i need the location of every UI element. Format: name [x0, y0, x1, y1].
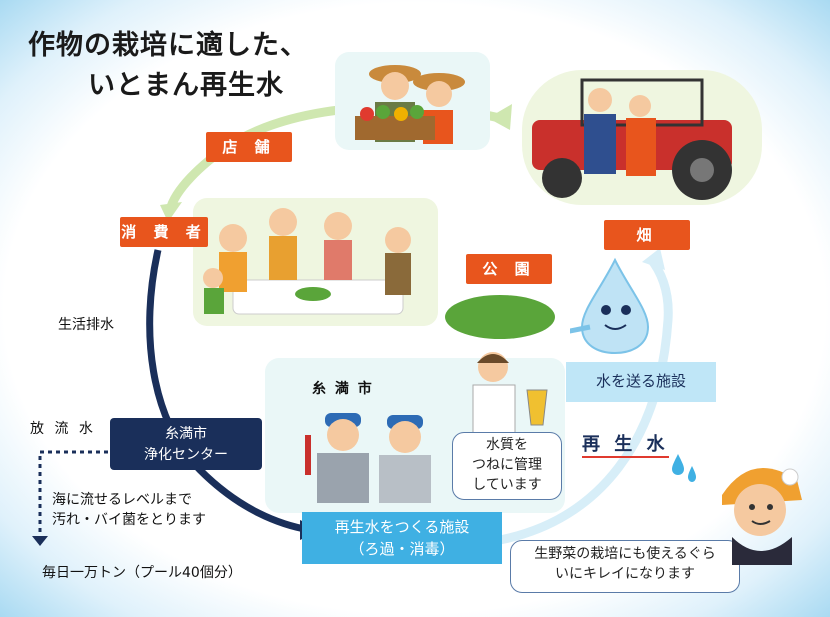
wastewater-label: 生活排水	[58, 317, 114, 333]
sea-level-text: 海に流せるレベルまで 汚れ・バイ菌をとります	[52, 490, 206, 530]
recycle-line-1: 再生水をつくる施設	[334, 518, 470, 536]
scientist-illustration	[472, 352, 548, 434]
quality-line-2: つねに管理	[472, 457, 542, 473]
woman-mascot-illustration	[722, 468, 802, 565]
reclaimed-water-label: 再 生 水	[582, 430, 669, 458]
consumer-tag: 消 費 者	[120, 217, 208, 247]
blue-arrowhead	[642, 248, 665, 270]
recycle-line-2: （ろ過・消毒）	[349, 540, 455, 558]
treatment-plant-box: 糸満市 浄化センター	[110, 418, 262, 470]
city-label: 糸 満 市	[312, 381, 374, 397]
store-illustration-panel	[335, 52, 490, 150]
veg-line-2: いにキレイになります	[555, 566, 695, 582]
green-arrowhead-farm	[488, 104, 512, 130]
plant-line-1: 糸満市	[165, 426, 207, 442]
quality-bubble: 水質を つねに管理 しています	[452, 432, 562, 500]
sea-line-2: 汚れ・バイ菌をとります	[52, 512, 206, 528]
sea-line-1: 海に流せるレベルまで	[52, 492, 192, 508]
farm-illustration-panel	[522, 70, 762, 205]
tractor-farmers-illustration	[532, 78, 732, 200]
discharge-arrowhead	[32, 536, 48, 546]
consumer-illustration-panel	[193, 198, 438, 326]
page-title: 作物の栽培に適した、 いとまん再生水	[28, 26, 308, 106]
quality-line-3: しています	[472, 477, 542, 493]
park-tag: 公 園	[466, 254, 552, 284]
store-tag: 店 舗	[206, 132, 292, 162]
quality-line-1: 水質を	[486, 437, 528, 453]
farmers-vegetables-illustration	[355, 65, 465, 144]
water-drops-icon	[672, 454, 696, 482]
park-lawn	[445, 295, 555, 339]
workers-illustration	[305, 413, 431, 503]
recycle-facility-box: 再生水をつくる施設 （ろ過・消毒）	[302, 512, 502, 564]
water-drop-mascot	[570, 257, 650, 355]
vegetable-bubble: 生野菜の栽培にも使えるぐら いにキレイになります	[510, 540, 740, 593]
discharge-dotted-line	[38, 450, 108, 540]
send-facility-box: 水を送る施設	[566, 362, 716, 402]
veg-line-1: 生野菜の栽培にも使えるぐら	[534, 546, 716, 562]
title-line-1: 作物の栽培に適した、	[28, 30, 308, 61]
daily-volume-text: 毎日一万トン（プール40個分）	[42, 565, 242, 581]
title-line-2: いとまん再生水	[88, 70, 284, 101]
plant-line-2: 浄化センター	[144, 447, 228, 463]
family-dining-illustration	[203, 208, 411, 315]
green-arrowhead	[160, 202, 182, 222]
field-tag: 畑	[604, 220, 690, 250]
discharge-label: 放 流 水	[30, 421, 96, 437]
